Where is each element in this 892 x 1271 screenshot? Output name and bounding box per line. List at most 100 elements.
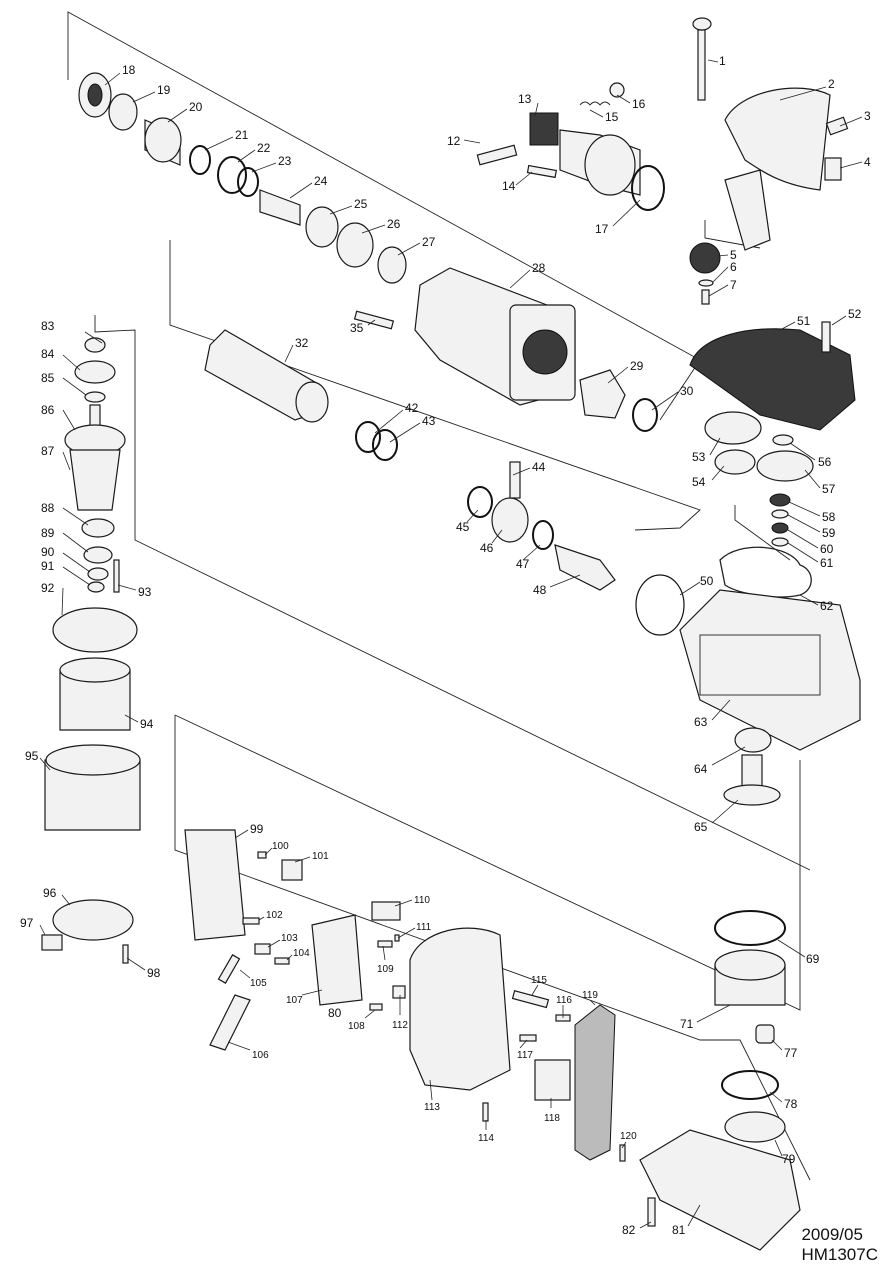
washer-19 — [108, 93, 138, 131]
diagram-footer: 2009/05 HM1307C — [801, 1225, 878, 1265]
o-ring-69 — [714, 910, 786, 946]
part-101 — [281, 859, 303, 881]
washer-25 — [305, 206, 339, 248]
label-97: 97 — [20, 916, 34, 930]
label-65: 65 — [694, 820, 708, 834]
gear-57 — [756, 450, 814, 482]
label-98: 98 — [147, 966, 161, 980]
label-3: 3 — [864, 109, 871, 123]
label-99: 99 — [250, 822, 264, 836]
screw-93 — [113, 559, 120, 593]
label-18: 18 — [122, 63, 136, 77]
label-116: 116 — [556, 995, 572, 1006]
label-95: 95 — [25, 749, 39, 763]
part-97 — [41, 934, 63, 951]
sleeve-20-end — [144, 117, 182, 163]
label-64: 64 — [694, 762, 708, 776]
cover-51 — [689, 328, 856, 431]
label-92: 92 — [41, 581, 55, 595]
label-29: 29 — [630, 359, 644, 373]
part-105 — [217, 954, 241, 984]
label-119: 119 — [582, 990, 598, 1001]
controller-107 — [311, 914, 363, 1006]
bearing-26 — [336, 222, 374, 268]
barrel-flange — [584, 134, 636, 196]
part-29 — [579, 369, 626, 419]
label-63: 63 — [694, 715, 708, 729]
part-59 — [771, 509, 789, 519]
part-3 — [825, 116, 849, 136]
label-16: 16 — [632, 97, 646, 111]
leader-lines — [39, 59, 863, 1229]
label-25: 25 — [354, 197, 368, 211]
gear-53 — [704, 411, 762, 445]
cap-16 — [609, 82, 625, 98]
bearing-54 — [714, 449, 756, 475]
bearing-89 — [83, 546, 113, 564]
screw-114 — [482, 1102, 489, 1122]
field-94-top — [59, 657, 131, 683]
screw-104 — [274, 957, 290, 965]
ring-43 — [372, 429, 398, 461]
label-42: 42 — [405, 401, 419, 415]
label-15: 15 — [605, 110, 619, 124]
label-82: 82 — [622, 1223, 636, 1237]
part-5 — [689, 242, 721, 274]
handle-housing-113 — [409, 927, 511, 1091]
screw-52 — [821, 321, 831, 353]
spring-15 — [579, 101, 611, 106]
label-13: 13 — [518, 92, 532, 106]
part-61 — [771, 537, 789, 547]
part-13 — [529, 112, 559, 146]
label-60: 60 — [820, 542, 834, 556]
label-111: 111 — [416, 922, 432, 933]
label-47: 47 — [516, 557, 530, 571]
cord-guard-106 — [209, 994, 251, 1051]
part-4 — [824, 157, 842, 181]
piston-32-end — [295, 381, 329, 423]
label-2: 2 — [828, 77, 835, 91]
part-drawings — [41, 17, 861, 1251]
label-78: 78 — [784, 1097, 798, 1111]
bearing-84 — [74, 360, 116, 384]
label-88: 88 — [41, 501, 55, 515]
label-113: 113 — [424, 1102, 440, 1113]
label-51: 51 — [797, 314, 811, 328]
bearing-64 — [734, 727, 772, 753]
label-114: 114 — [478, 1133, 494, 1144]
gasket-50 — [635, 574, 685, 636]
part-90 — [87, 567, 109, 581]
label-79: 79 — [782, 1152, 796, 1166]
label-69: 69 — [806, 952, 820, 966]
label-108: 108 — [348, 1021, 365, 1032]
screw-14 — [526, 164, 558, 179]
label-24: 24 — [314, 174, 328, 188]
bolt-1-head — [692, 17, 712, 31]
part-79 — [724, 1111, 786, 1143]
label-83: 83 — [41, 319, 55, 333]
label-21: 21 — [235, 128, 249, 142]
label-17: 17 — [595, 222, 609, 236]
ring-45 — [467, 486, 493, 518]
screw-108 — [369, 1003, 383, 1011]
washer-85 — [84, 391, 106, 403]
part-labels: 1 2 3 4 5 6 7 12 13 14 15 16 17 18 19 20… — [20, 54, 871, 1237]
bolt-1 — [697, 29, 706, 101]
housing-63-detail — [699, 634, 821, 696]
part-109 — [377, 940, 393, 948]
crank-housing-63 — [679, 589, 861, 751]
label-59: 59 — [822, 526, 836, 540]
label-57: 57 — [822, 482, 836, 496]
label-7: 7 — [730, 278, 737, 292]
label-26: 26 — [387, 217, 401, 231]
label-1: 1 — [719, 54, 726, 68]
brush-holder-96 — [52, 899, 134, 941]
label-110: 110 — [414, 895, 430, 906]
label-20: 20 — [189, 100, 203, 114]
label-101: 101 — [312, 851, 329, 862]
shaft-24 — [259, 189, 301, 226]
crank-48 — [554, 544, 616, 591]
grip-119 — [574, 1004, 616, 1161]
label-102: 102 — [266, 910, 283, 921]
